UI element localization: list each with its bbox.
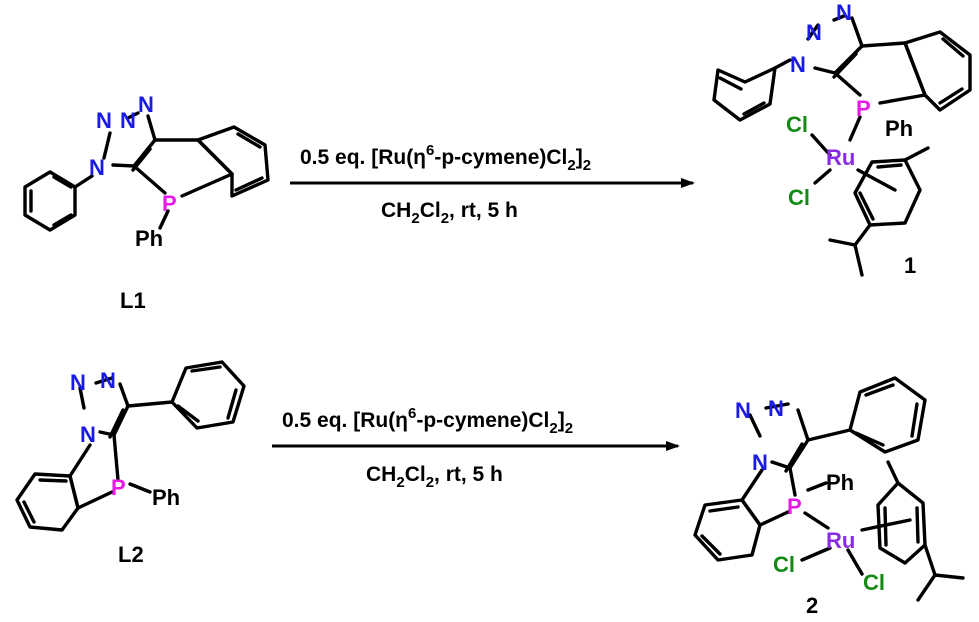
complex-1-structure <box>712 14 972 277</box>
compound-label-L2: L2 <box>118 542 144 567</box>
atom-N: N <box>836 0 852 25</box>
atom-P: P <box>162 191 177 216</box>
atom-P: P <box>856 96 871 121</box>
conditions-text-1: CH2Cl2, rt, 5 h <box>381 199 518 227</box>
ligand-L2-structure <box>15 360 246 532</box>
compound-label-L1: L1 <box>120 288 146 313</box>
atom-N: N <box>120 108 136 133</box>
label-Ph: Ph <box>826 470 854 495</box>
atom-N: N <box>96 108 112 133</box>
reagent-text-2: 0.5 eq. [Ru(η6-p-cymene)Cl2]2 <box>282 405 573 437</box>
atom-N: N <box>138 92 154 117</box>
label-Ph: Ph <box>152 485 180 510</box>
atom-N: N <box>752 450 768 475</box>
complex-2-structure <box>693 376 965 602</box>
label-Ph: Ph <box>885 116 913 141</box>
atom-Cl: Cl <box>788 185 810 210</box>
atom-N: N <box>806 20 822 45</box>
atom-Cl: Cl <box>786 112 808 137</box>
atom-N: N <box>89 155 105 180</box>
atom-N: N <box>768 396 784 421</box>
conditions-text-2: CH2Cl2, rt, 5 h <box>366 463 503 491</box>
ligand-L1-structure <box>23 111 270 232</box>
atom-N: N <box>790 52 806 77</box>
reagent-text-1: 0.5 eq. [Ru(η6-p-cymene)Cl2]2 <box>300 142 591 174</box>
label-Ph: Ph <box>135 226 163 251</box>
atom-P: P <box>111 475 126 500</box>
atom-N: N <box>100 368 116 393</box>
compound-label-1: 1 <box>904 253 916 278</box>
atom-N: N <box>80 422 96 447</box>
compound-label-2: 2 <box>806 593 818 618</box>
atom-Ru: Ru <box>826 528 855 553</box>
atom-N: N <box>70 370 86 395</box>
atom-Cl: Cl <box>773 552 795 577</box>
atom-Ru: Ru <box>826 145 855 170</box>
atom-Cl: Cl <box>863 570 885 595</box>
atom-N: N <box>735 398 751 423</box>
atom-P: P <box>787 494 802 519</box>
